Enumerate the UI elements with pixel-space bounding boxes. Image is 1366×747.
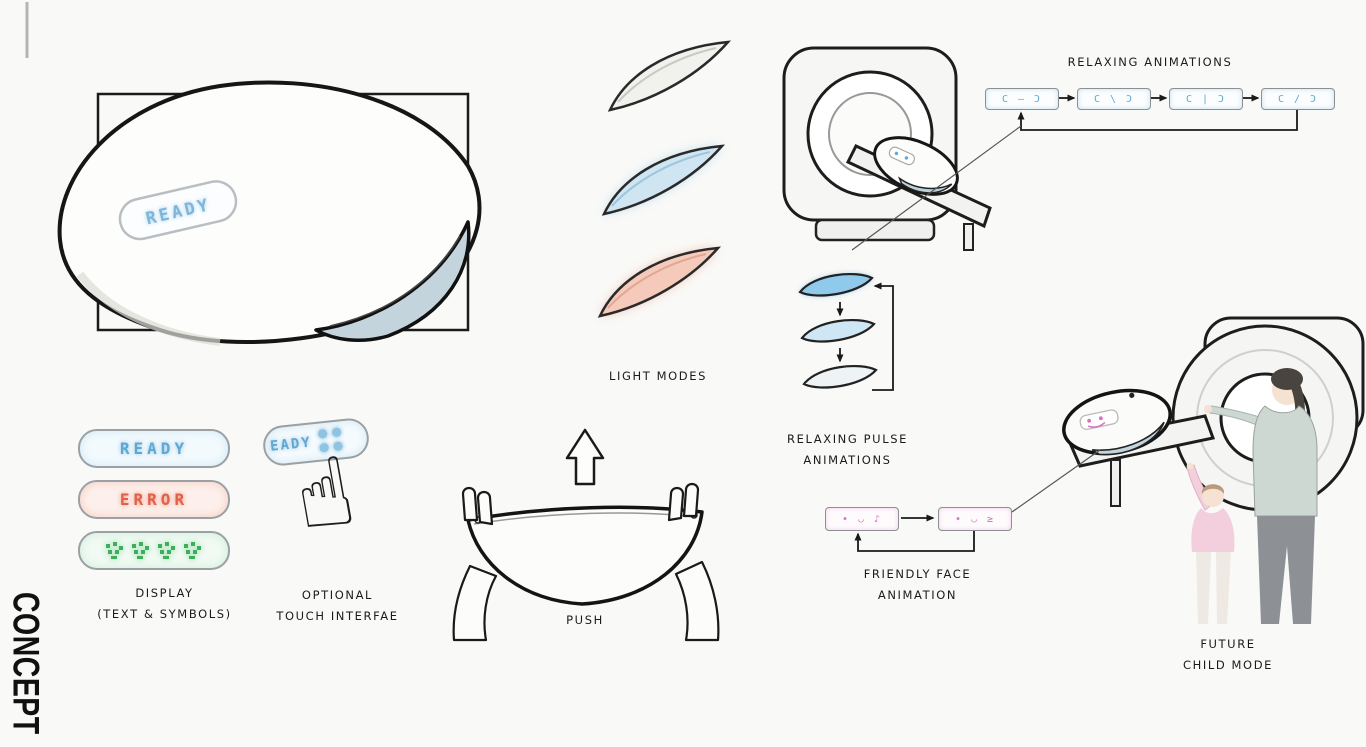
pulse-bright — [798, 272, 874, 297]
light-mode-neutral — [608, 40, 730, 112]
friendly-face-label-line2: ANIMATION — [877, 588, 958, 602]
display-samples-label-line1: DISPLAY — [135, 586, 194, 600]
future-child-mode-label-line2: CHILD MODE — [1182, 658, 1274, 672]
adult-figure — [1204, 368, 1318, 624]
touch-interface-label-line1: OPTIONAL — [301, 588, 374, 602]
mri2-bed-leg — [1110, 459, 1121, 507]
pointing-hand-icon: ☝ — [286, 435, 363, 555]
mri-bed-support — [963, 223, 974, 251]
device-opening-innerline — [329, 235, 461, 327]
friendly-face-label: FRIENDLY FACE ANIMATION — [830, 564, 1005, 606]
future-child-mode-label: FUTURE CHILD MODE — [1148, 634, 1308, 676]
face-eye-left — [1087, 418, 1092, 423]
concept-vertical-title: CONCEPT — [4, 592, 46, 735]
face-eye-right — [1098, 416, 1103, 421]
light-modes-sketch — [598, 40, 730, 318]
device-top-dot — [1129, 392, 1135, 398]
future-child-mode-label-line1: FUTURE — [1200, 637, 1256, 651]
face-mouth — [1087, 421, 1106, 428]
adult-arm-pointing — [1209, 405, 1264, 427]
green-pixel-glyphs-icon — [106, 541, 201, 559]
device-opening-crescent — [314, 220, 471, 342]
light-mode-red — [598, 246, 720, 318]
child-leg-right — [1216, 552, 1231, 624]
relaxing-pulse-sketch — [798, 272, 878, 389]
relaxing-animations-label: RELAXING ANIMATIONS — [1067, 55, 1233, 69]
relax-frame-2: C \ Ɔ — [1077, 88, 1151, 110]
touch-interface-label-line2: TOUCH INTERFAE — [276, 609, 399, 623]
child-hair — [1201, 484, 1225, 494]
mri-machine-sketch — [782, 46, 992, 251]
pulse-mid — [800, 318, 876, 343]
child-mode-scene — [1062, 316, 1365, 624]
device-child-mode — [1062, 388, 1172, 456]
light-modes-label: LIGHT MODES — [608, 369, 708, 383]
shell-bowl — [466, 505, 704, 606]
friendly-face-label-line1: FRIENDLY FACE — [863, 567, 972, 581]
left-hand — [452, 486, 498, 642]
child-head — [1202, 485, 1224, 507]
hero-display: READY READY — [118, 180, 238, 241]
face-frame-2: • ◡ ≥ — [938, 507, 1012, 531]
light-mode-blue — [602, 144, 724, 216]
relaxing-pulse-label-line1: RELAXING PULSE — [787, 432, 908, 446]
push-label: PUSH — [566, 613, 604, 627]
pulse-dim — [802, 364, 878, 389]
display-samples-label: DISPLAY (TEXT & SYMBOLS) — [72, 583, 257, 625]
relax-frame-4: C / Ɔ — [1261, 88, 1335, 110]
push-sketch — [452, 428, 720, 642]
mri-base — [814, 218, 936, 242]
display-sample-ready: READY — [78, 429, 230, 468]
hero-device-sketch: READY READY — [57, 80, 482, 346]
relax-frame-3: C | Ɔ — [1169, 88, 1243, 110]
adult-hair — [1271, 368, 1303, 390]
touch-button-icon — [331, 426, 342, 437]
device-child-display — [1079, 409, 1119, 430]
adult-hand — [1204, 405, 1212, 413]
child-hand — [1186, 462, 1194, 470]
child-dress — [1191, 508, 1235, 552]
right-hand — [667, 482, 720, 642]
hero-display-pill — [118, 180, 238, 241]
relax-frame-1: C — Ɔ — [985, 88, 1059, 110]
child-figure — [1186, 462, 1235, 624]
touch-button-icon — [317, 428, 328, 439]
face-frame-1: • ◡ ♪ — [825, 507, 899, 531]
child-leg-left — [1196, 552, 1211, 624]
relaxing-pulse-label-line2: ANIMATIONS — [803, 453, 892, 467]
touch-interface-label: OPTIONAL TOUCH INTERFAE — [250, 585, 425, 627]
relaxing-pulse-label: RELAXING PULSE ANIMATIONS — [760, 429, 935, 471]
adult-legs — [1257, 516, 1315, 624]
up-arrow-outline — [565, 428, 605, 486]
device-shading — [76, 271, 221, 346]
display-sample-error: ERROR — [78, 480, 230, 519]
relax-sequence-arrows — [1017, 94, 1298, 131]
adult-torso — [1252, 405, 1318, 517]
display-sample-symbols — [78, 531, 230, 570]
display-samples-label-line2: (TEXT & SYMBOLS) — [97, 607, 232, 621]
